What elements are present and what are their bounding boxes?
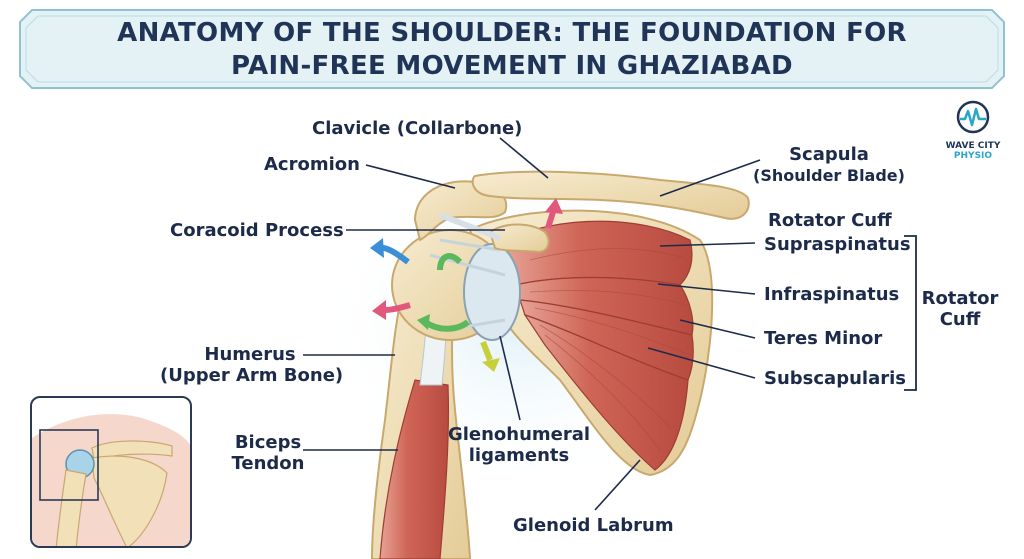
motion-arrow-green-head [417,314,430,330]
label-coracoid: Coracoid Process [170,220,344,241]
logo-line-1: WAVE CITY [945,141,1001,151]
motion-arrow-pink-left [384,302,411,313]
page-title: ANATOMY OF THE SHOULDER: THE FOUNDATION … [18,17,1006,83]
inset-scapula [91,455,168,546]
label-infraspinatus: Infraspinatus [764,284,900,305]
brand-logo: WAVE CITY PHYSIO [938,100,1008,161]
acromion-bone [413,180,508,242]
inset-body-view [30,396,192,548]
motion-arrow-blue-head [370,238,384,258]
clavicle-bone [471,170,750,220]
label-clavicle: Clavicle (Collarbone) [312,118,523,139]
label-rotator-cuff-group: Rotator Cuff [920,288,1000,330]
title-banner: ANATOMY OF THE SHOULDER: THE FOUNDATION … [18,8,1006,90]
motion-arrow-pink-up [545,211,556,229]
label-supraspinatus: Supraspinatus [764,234,911,255]
label-rotator-cuff-group-1: Rotator [921,288,999,309]
label-biceps-sub: Tendon [231,453,305,474]
label-humerus-sub: (Upper Arm Bone) [160,365,344,386]
label-humerus: Humerus (Upper Arm Bone) [160,344,344,386]
motion-arrow-yellow-head [482,358,500,372]
rotator-cuff-bracket [904,235,917,391]
wave-logo-icon [956,100,990,134]
label-glenohumeral-main: Glenohumeral [447,424,591,445]
label-biceps: Biceps Tendon [228,432,308,474]
label-humerus-main: Humerus [204,344,296,365]
label-glenohumeral: Glenohumeral ligaments [444,424,594,466]
inset-zoom-box [39,429,99,501]
rotator-cuff-muscles [504,220,694,471]
motion-arrow-pink-up-head [545,198,563,214]
label-scapula-main: Scapula [789,144,869,165]
label-acromion: Acromion [264,154,360,175]
label-subscapularis: Subscapularis [764,368,906,389]
motion-arrow-green-top [437,253,463,271]
title-line-1: ANATOMY OF THE SHOULDER: THE FOUNDATION … [117,18,907,48]
coracoacromial-ligament [438,212,502,241]
inset-illustration [32,414,190,546]
label-rotator-cuff-group-2: Cuff [939,309,981,330]
label-glenoid-labrum: Glenoid Labrum [513,515,674,536]
label-biceps-main: Biceps [234,432,302,453]
banner-shape [19,9,1005,89]
title-line-2: PAIN-FREE MOVEMENT IN GHAZIABAD [231,51,793,81]
inset-humerus [55,469,87,546]
logo-line-2: PHYSIO [953,151,993,161]
coracoid-process [488,223,550,254]
label-glenohumeral-sub: ligaments [468,445,570,466]
biceps-muscle [379,379,450,559]
motion-arrow-green-bottom [423,319,470,332]
label-scapula: Scapula (Shoulder Blade) [744,144,914,186]
label-teres-minor: Teres Minor [764,328,883,349]
label-rotator-cuff-heading: Rotator Cuff [768,210,892,231]
label-scapula-sub: (Shoulder Blade) [753,166,905,185]
motion-arrow-pink-left-head [372,300,386,320]
leader-lines [303,137,761,511]
motion-arrow-yellow [480,340,493,362]
